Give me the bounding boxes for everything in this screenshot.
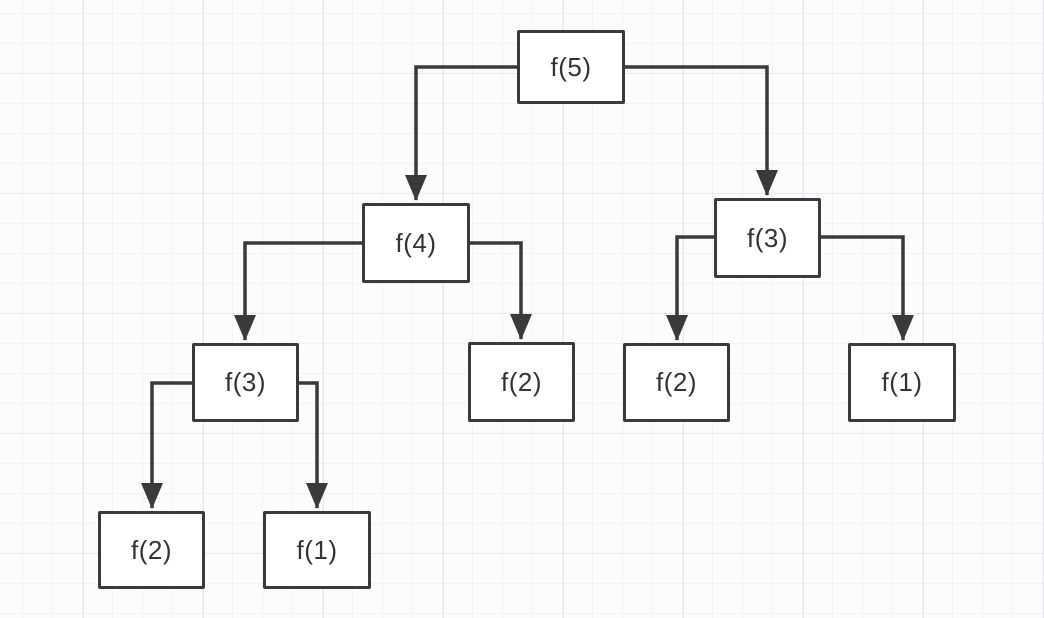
edge-f3-right-to-f1-right[interactable]	[821, 235, 914, 341]
node-label: f(1)	[296, 534, 338, 565]
node-f2-right[interactable]: f(2)	[623, 343, 730, 422]
node-f2-middle[interactable]: f(2)	[468, 342, 575, 422]
node-f4[interactable]: f(4)	[362, 203, 470, 283]
edge-f5-to-f3-right[interactable]	[625, 65, 778, 196]
node-label: f(2)	[656, 367, 697, 397]
node-f1-bottom-left[interactable]: f(1)	[263, 511, 371, 589]
node-label: f(3)	[225, 367, 266, 397]
edge-f5-to-f4[interactable]	[405, 65, 517, 201]
node-f2-bottom-left[interactable]: f(2)	[98, 511, 205, 589]
node-label: f(2)	[501, 366, 542, 397]
node-f5[interactable]: f(5)	[517, 30, 625, 104]
node-label: f(2)	[131, 534, 172, 565]
node-label: f(1)	[881, 367, 923, 397]
edge-f4-to-f3-left[interactable]	[234, 241, 362, 341]
node-label: f(3)	[747, 222, 788, 253]
node-label: f(5)	[550, 51, 592, 82]
edge-f3-left-to-f2-bottom[interactable]	[141, 381, 192, 509]
edge-f3-right-to-f2-right[interactable]	[666, 235, 714, 341]
node-f3-right[interactable]: f(3)	[714, 198, 821, 278]
node-label: f(4)	[395, 227, 437, 258]
node-f1-right[interactable]: f(1)	[848, 343, 956, 422]
node-f3-left[interactable]: f(3)	[192, 343, 299, 422]
edge-f4-to-f2-middle[interactable]	[470, 241, 532, 340]
edge-f3-left-to-f1-bottom[interactable]	[299, 381, 328, 509]
